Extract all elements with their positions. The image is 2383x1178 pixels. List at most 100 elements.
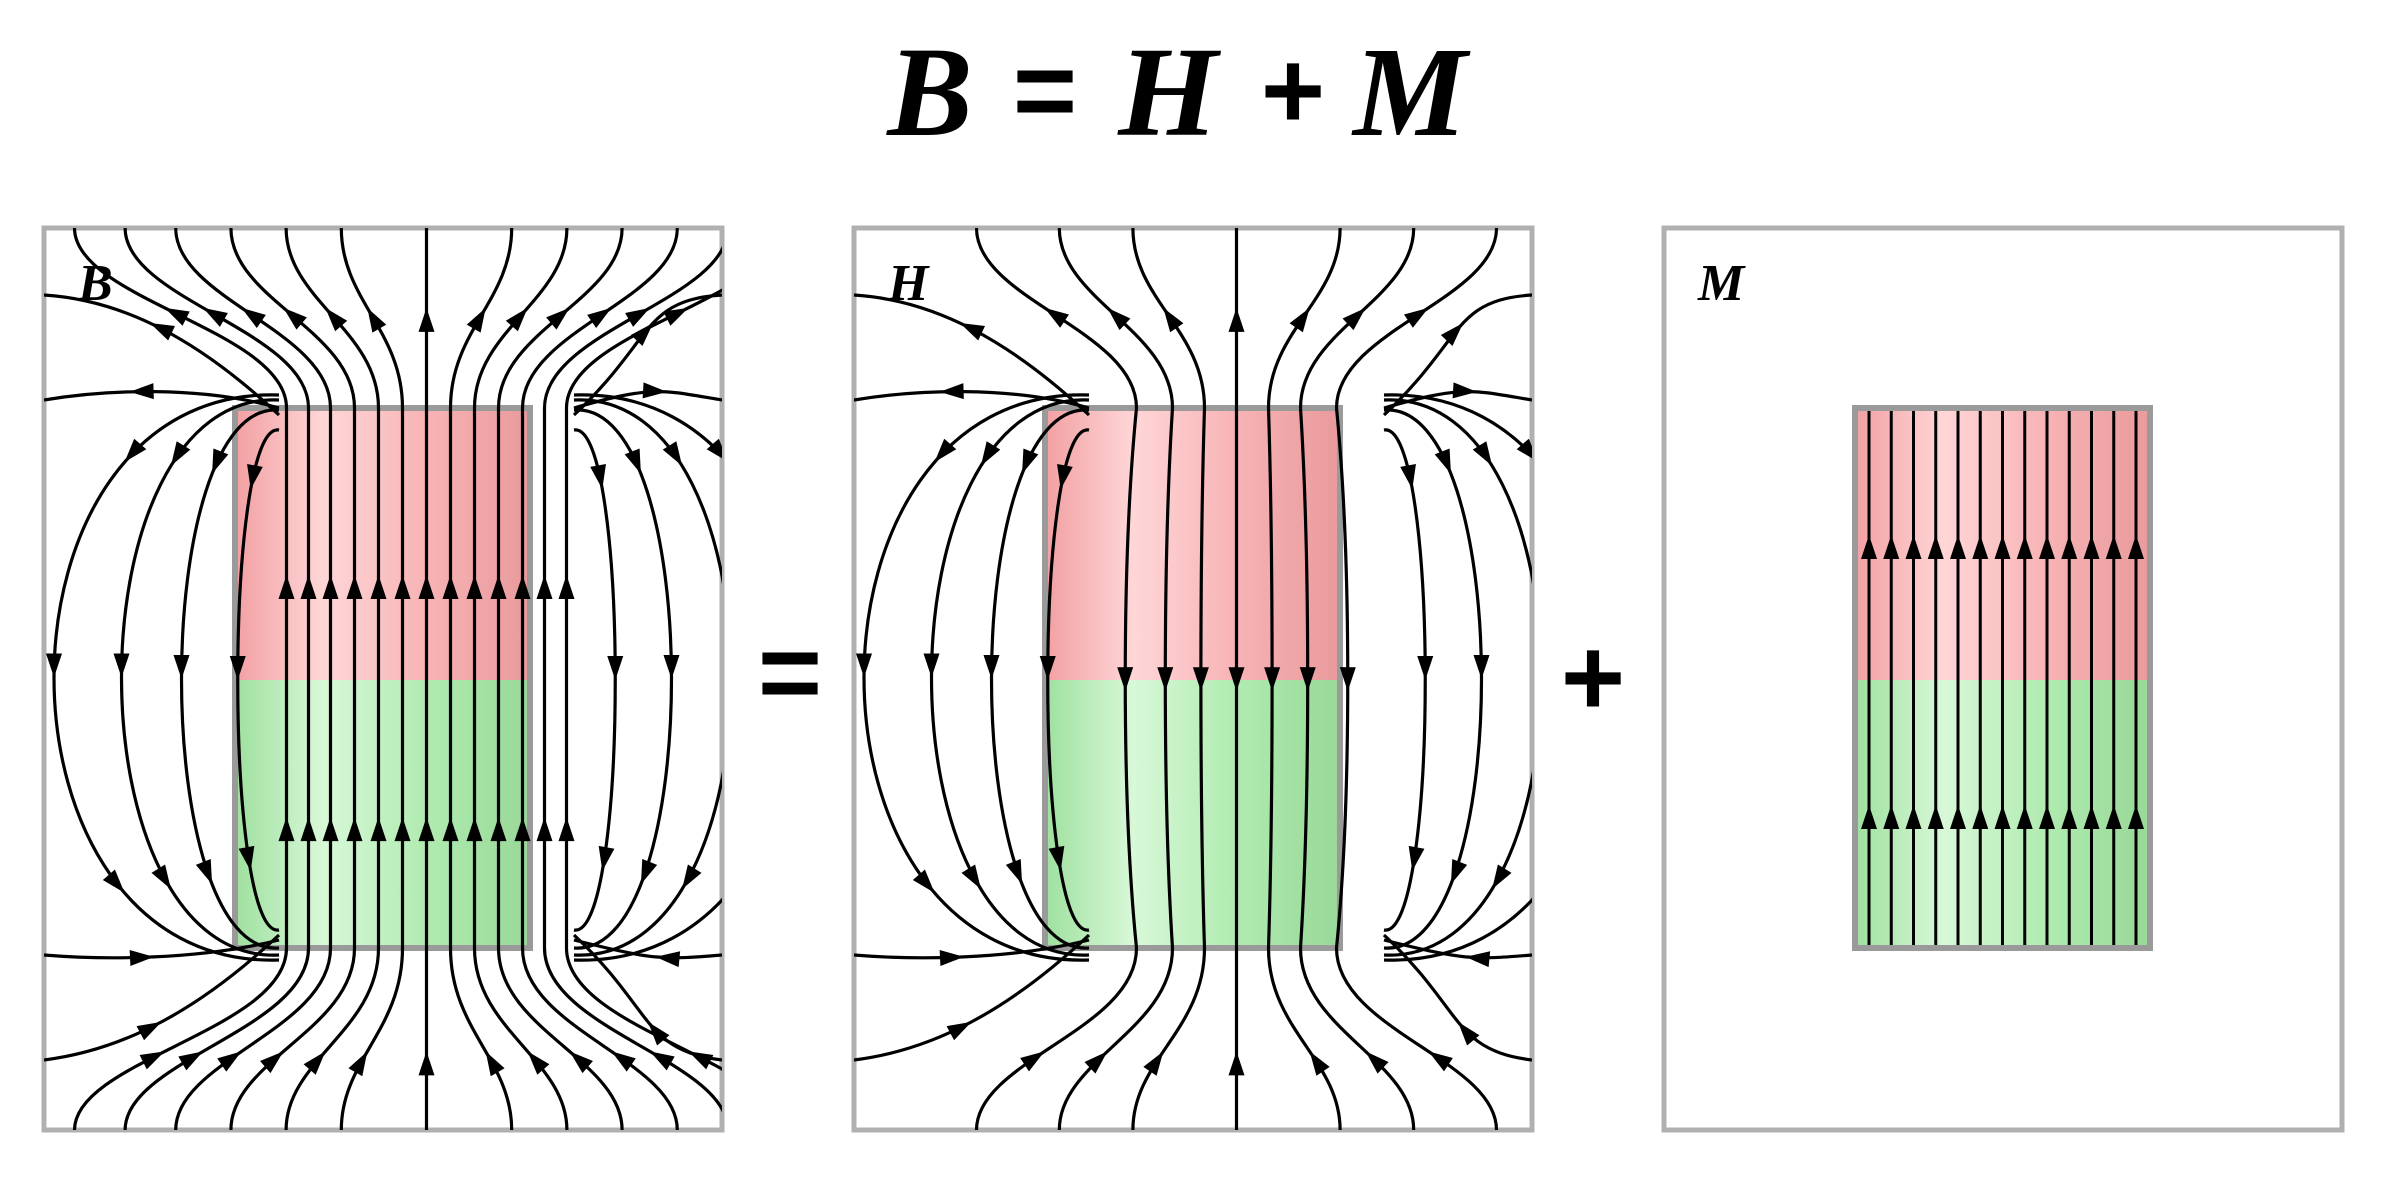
field-arrow — [527, 1051, 550, 1075]
field-arrow — [1163, 307, 1184, 333]
field-arrow — [1157, 667, 1174, 692]
field-arrow — [322, 575, 339, 600]
panel-m-field: M — [1661, 225, 2345, 1133]
field-arrow — [370, 575, 387, 600]
field-arrow — [418, 817, 435, 842]
field-arrow — [1450, 858, 1468, 885]
field-arrow — [1516, 438, 1532, 459]
field-arrow — [607, 656, 624, 680]
field-arrow — [212, 448, 229, 474]
equation-symbol-m: M — [1351, 21, 1471, 163]
magnet-south-pole — [1045, 680, 1340, 948]
field-arrow — [1465, 951, 1491, 968]
field-arrow — [1107, 307, 1131, 331]
field-arrow — [485, 1051, 505, 1077]
field-arrow — [151, 864, 171, 890]
field-arrow — [2128, 535, 2144, 559]
field-arrow — [1538, 869, 1560, 892]
field-arrow — [648, 1021, 670, 1046]
field-arrow — [466, 575, 483, 600]
field-line — [44, 933, 281, 1062]
field-arrow — [587, 307, 612, 329]
field-arrow — [640, 858, 658, 885]
field-arrow — [173, 655, 190, 679]
field-line — [542, 947, 722, 1113]
field-lines-b — [44, 228, 722, 1130]
field-arrow — [1927, 805, 1944, 829]
field-arrow — [1534, 654, 1550, 678]
field-arrow — [1472, 441, 1493, 466]
field-arrow — [2039, 805, 2055, 829]
field-arrow — [1084, 1051, 1108, 1074]
field-line — [974, 947, 1139, 1130]
field-arrow — [856, 653, 872, 678]
field-arrow — [663, 307, 689, 326]
field-arrow — [590, 464, 606, 490]
field-arrow — [2105, 805, 2122, 829]
field-arrow — [303, 1051, 326, 1075]
field-arrow — [394, 575, 411, 600]
field-arrow — [546, 307, 570, 330]
field-arrow — [2016, 535, 2033, 559]
field-arrow — [1039, 656, 1056, 680]
field-arrow — [1228, 1051, 1245, 1076]
field-line — [854, 933, 1091, 1062]
field-arrow — [418, 575, 435, 600]
magnet-b — [232, 405, 533, 951]
equation-plus: + — [1261, 29, 1325, 152]
field-arrow — [490, 575, 507, 600]
field-arrow — [2083, 535, 2100, 559]
field-arrow — [1883, 805, 1900, 829]
field-arrow — [2016, 805, 2033, 829]
field-arrow — [1458, 1021, 1480, 1046]
field-line — [573, 393, 722, 962]
equation-title: B = H + M — [885, 21, 1471, 163]
field-arrow — [139, 1051, 165, 1070]
field-arrow — [229, 656, 246, 680]
field-arrow — [625, 307, 650, 327]
field-arrow — [569, 1051, 593, 1074]
panel-b-field: B — [41, 225, 725, 1133]
field-arrow — [630, 323, 654, 346]
field-arrow — [624, 448, 641, 474]
field-arrow — [980, 441, 1001, 466]
field-arrow — [164, 307, 190, 326]
field-arrow — [946, 1021, 972, 1041]
field-arrow — [1428, 1051, 1453, 1072]
field-arrow — [1365, 1051, 1389, 1074]
field-line — [1298, 947, 1416, 1130]
field-arrow — [939, 383, 964, 400]
field-arrow — [238, 845, 255, 871]
field-arrow — [706, 438, 722, 459]
field-arrow — [934, 438, 957, 463]
field-arrow — [1905, 805, 1922, 829]
field-arrow — [2083, 805, 2100, 829]
field-arrow — [983, 655, 1000, 679]
field-arrow — [1492, 864, 1512, 890]
field-arrow — [1440, 323, 1464, 346]
field-arrow — [178, 1051, 204, 1071]
field-arrow — [655, 951, 681, 968]
field-lines-m — [1861, 408, 2144, 948]
field-arrow — [124, 438, 147, 463]
equation-symbol-b: B — [885, 21, 972, 163]
field-arrow — [2039, 535, 2055, 559]
field-line — [1334, 947, 1499, 1130]
field-line — [180, 408, 280, 950]
field-line — [854, 390, 1090, 410]
field-arrow — [1228, 667, 1245, 692]
field-line — [1057, 947, 1175, 1130]
field-arrow — [394, 817, 411, 842]
magnet-outline — [1852, 405, 2153, 951]
field-arrow — [367, 307, 387, 333]
field-arrow — [959, 323, 985, 341]
field-arrow — [1861, 805, 1877, 829]
field-arrow — [1309, 1051, 1330, 1076]
field-arrow — [1994, 535, 2011, 559]
field-arrow — [1289, 307, 1310, 333]
field-line — [448, 947, 514, 1130]
field-arrow — [536, 817, 553, 842]
field-line — [44, 390, 280, 410]
field-arrow — [1473, 655, 1490, 679]
magnet-south-pole — [235, 680, 530, 948]
